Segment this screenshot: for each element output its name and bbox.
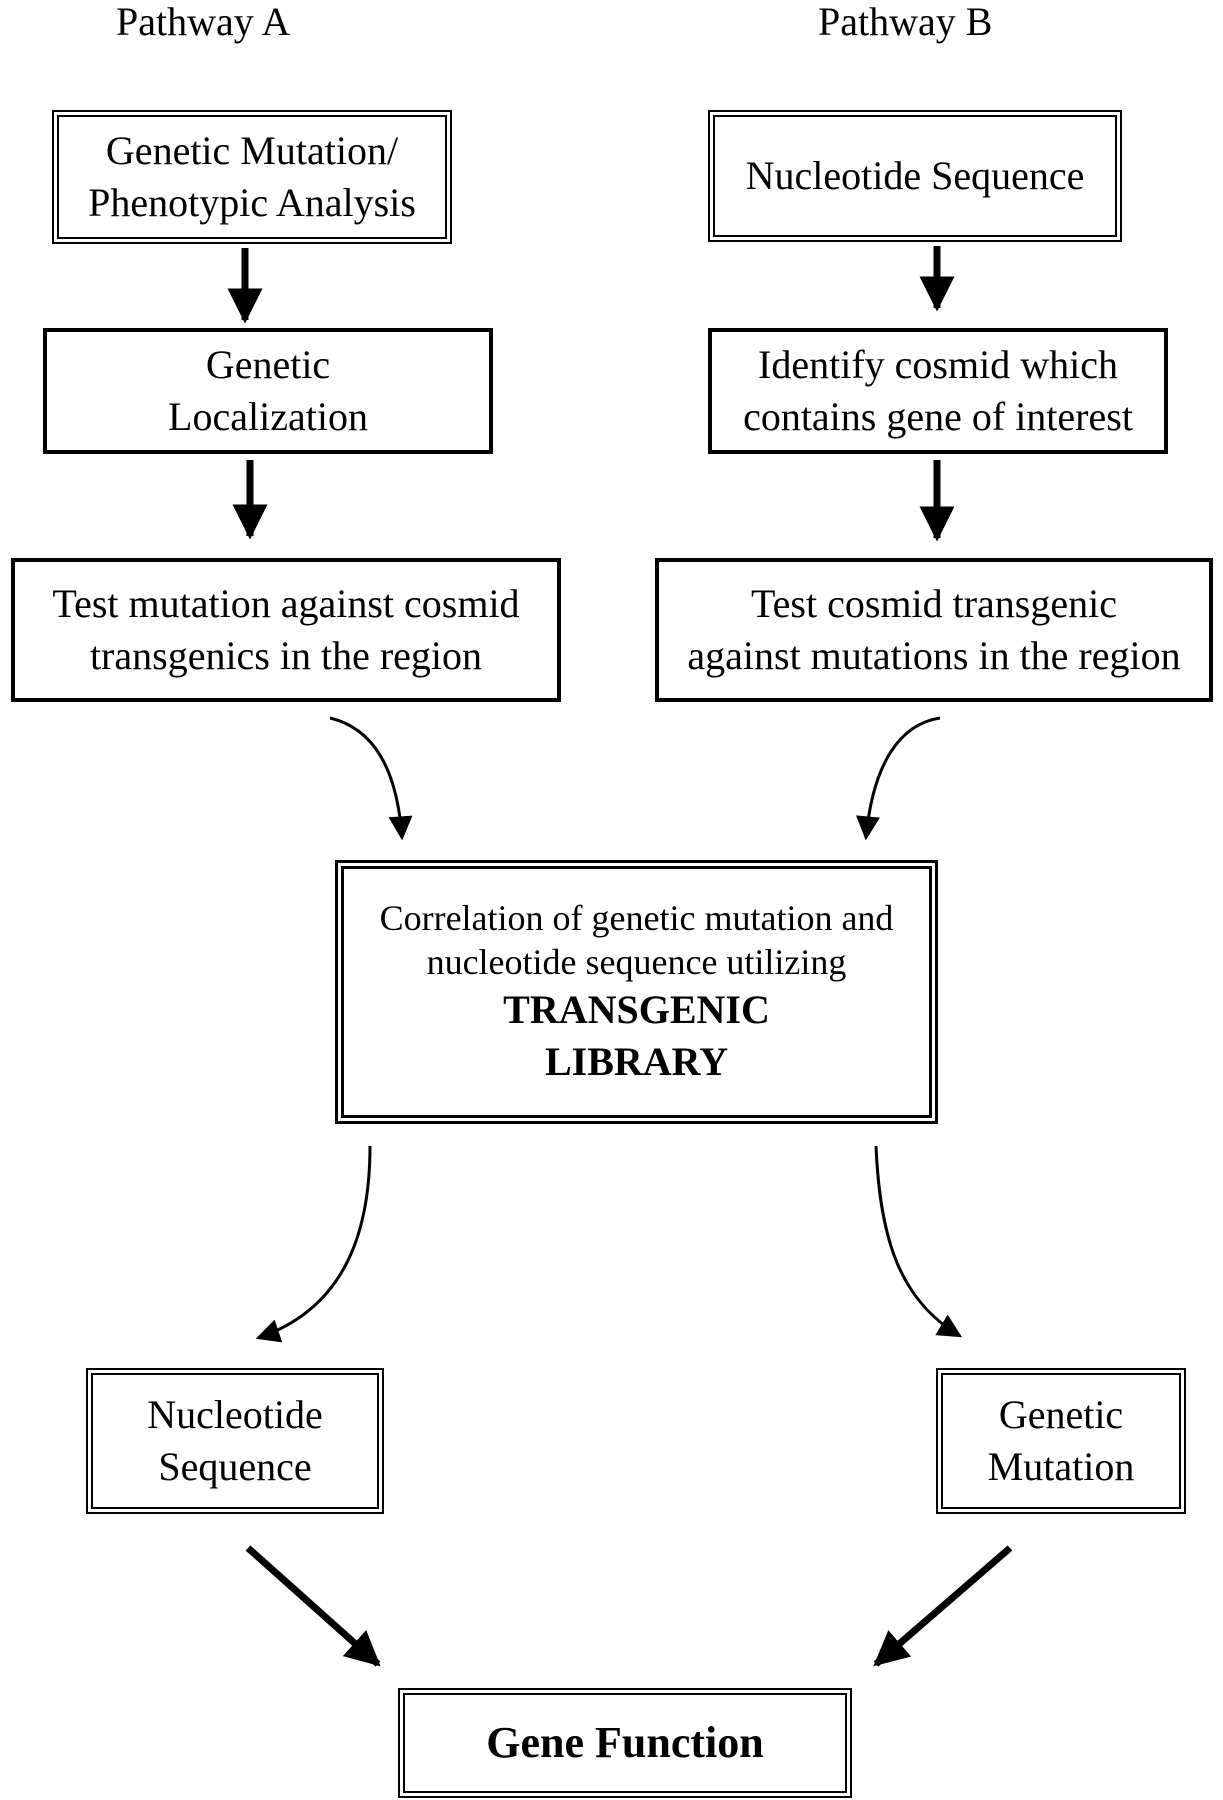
box-emphasis: TRANSGENIC — [503, 987, 770, 1032]
box-line: Nucleotide Sequence — [745, 153, 1085, 198]
box-line: Nucleotide — [147, 1392, 323, 1437]
box-emphasis: LIBRARY — [544, 1039, 729, 1084]
test-cosmid-transgenic-box: Test cosmid transgenic against mutations… — [655, 558, 1213, 702]
arrow-center-right-out — [874, 1145, 963, 1338]
identify-cosmid-box: Identify cosmid which contains gene of i… — [708, 328, 1168, 454]
box-line: Correlation of genetic mutation and — [379, 898, 894, 938]
box-line: Test mutation against cosmid — [52, 581, 520, 626]
arrow-b3-center — [856, 716, 941, 841]
genetic-localization-box: Genetic Localization — [43, 328, 493, 454]
box-line: Genetic Mutation/ — [105, 128, 399, 173]
box-line: Test cosmid transgenic — [751, 581, 1117, 626]
box-line: contains gene of interest — [743, 394, 1133, 439]
genetic-mutation-phenotypic-analysis-box: Genetic Mutation/ Phenotypic Analysis — [52, 110, 452, 244]
box-line: Genetic — [205, 342, 331, 387]
box-line: Identify cosmid which — [758, 342, 1118, 387]
arrow-right-out-final — [873, 1545, 1013, 1667]
box-line: against mutations in the region — [687, 633, 1181, 678]
transgenic-library-box: Correlation of genetic mutation and nucl… — [335, 860, 938, 1124]
box-line: Sequence — [158, 1444, 312, 1489]
nucleotide-sequence-box: Nucleotide Sequence — [708, 110, 1122, 242]
pathway-a-title: Pathway A — [116, 0, 291, 44]
gene-function-box: Gene Function — [398, 1688, 852, 1798]
pathway-b-title: Pathway B — [818, 0, 993, 44]
box-line: Mutation — [987, 1444, 1135, 1489]
box-line: nucleotide sequence utilizing — [426, 942, 847, 982]
arrow-left-out-final — [245, 1545, 381, 1667]
arrow-a3-center — [329, 716, 413, 841]
right-genetic-mutation-box: Genetic Mutation — [936, 1368, 1186, 1514]
box-line: transgenics in the region — [89, 633, 483, 678]
left-nucleotide-sequence-box: Nucleotide Sequence — [86, 1368, 384, 1514]
test-mutation-box: Test mutation against cosmid transgenics… — [11, 558, 561, 702]
box-line: Phenotypic Analysis — [88, 180, 416, 225]
box-line: Localization — [168, 394, 368, 439]
box-line: Genetic — [998, 1392, 1124, 1437]
box-line: Gene Function — [486, 1718, 764, 1767]
arrow-center-left-out — [255, 1145, 372, 1343]
